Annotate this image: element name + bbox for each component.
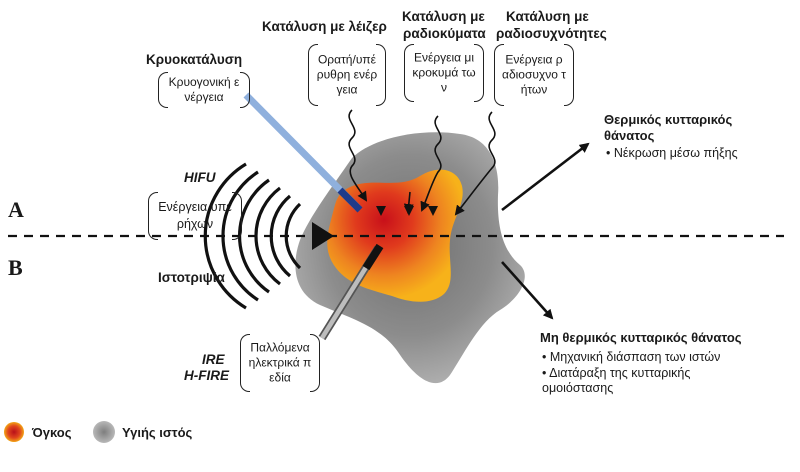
cryoablation-title: Κρυοκατάλυση [146, 52, 243, 67]
hifu-label: HIFU [184, 170, 216, 185]
legend-healthy-icon [93, 421, 115, 443]
legend-healthy-label: Υγιής ιστός [122, 425, 193, 440]
hifu-focus-arrow-icon [312, 222, 334, 250]
ire-label: IRE [202, 352, 225, 367]
cryo-probe [243, 92, 361, 211]
thermal-arrow [501, 142, 590, 212]
ire-electrode-tip [362, 243, 384, 271]
thermal-title-line2: θάνατος [604, 128, 655, 143]
nonthermal-bullet-1-text: Μηχανική διάσπαση των ιστών [549, 350, 721, 364]
radiofrequency-box: Ενέργεια ραδιοσυχνο τήτων [494, 44, 574, 106]
nonthermal-title: Μη θερμικός κυτταρικός θάνατος [540, 330, 742, 345]
radiofrequency-box-text: Ενέργεια ραδιοσυχνο τήτων [502, 52, 566, 97]
microwave-title-line1: Κατάλυση με [402, 9, 485, 24]
axis-label-b: B [8, 255, 23, 280]
cryoablation-box: Κρυογονική ενέργεια [158, 72, 250, 108]
axis-label-a: A [8, 197, 24, 222]
microwave-box-text: Ενέργεια μικροκυμά των [412, 50, 476, 95]
hifu-box-text: Ενέργεια υπερήχων [158, 200, 232, 231]
cryo-probe-tip [337, 187, 363, 213]
ire-box: Παλλόμενα ηλεκτρικά πεδία [240, 334, 320, 392]
nonthermal-bullet-2: • Διατάραξη της κυτταρικής ομοιόστασης [542, 366, 691, 395]
laser-box: Ορατή/υπέ ρυθρη ενέργεια [308, 44, 386, 106]
microwave-title-line2: ραδιοκύματα [403, 26, 486, 41]
radiofrequency-title-line1: Κατάλυση με [506, 9, 589, 24]
nonthermal-arrow [501, 261, 554, 320]
ire-box-text: Παλλόμενα ηλεκτρικά πεδία [248, 340, 312, 385]
thermal-bullet-text: Νέκρωση μέσω πήξης [613, 146, 738, 160]
inner-arrowheads [376, 206, 438, 216]
legend-tumor-icon [4, 422, 24, 442]
wavy-energy-arrows [348, 109, 496, 216]
thermal-title-line1: Θερμικός κυτταρικός [604, 112, 733, 127]
hifu-box: Ενέργεια υπερήχων [148, 192, 242, 240]
laser-box-text: Ορατή/υπέ ρυθρη ενέργεια [316, 52, 378, 97]
histotripsy-label: Ιστοτριψία [158, 270, 225, 285]
laser-title: Κατάλυση με λέιζερ [262, 19, 387, 34]
cryoablation-box-text: Κρυογονική ενέργεια [168, 75, 240, 104]
nonthermal-bullet-1: • Μηχανική διάσπαση των ιστών [542, 350, 721, 364]
thermal-bullet: • Νέκρωση μέσω πήξης [606, 146, 738, 160]
radiofrequency-title-line2: ραδιοσυχνότητες [496, 26, 607, 41]
legend-tumor-label: Όγκος [32, 425, 72, 440]
microwave-box: Ενέργεια μικροκυμά των [404, 44, 484, 102]
nonthermal-bullet-2-text: Διατάραξη της κυτταρικής ομοιόστασης [542, 366, 691, 395]
hfire-label: H-FIRE [184, 368, 229, 383]
